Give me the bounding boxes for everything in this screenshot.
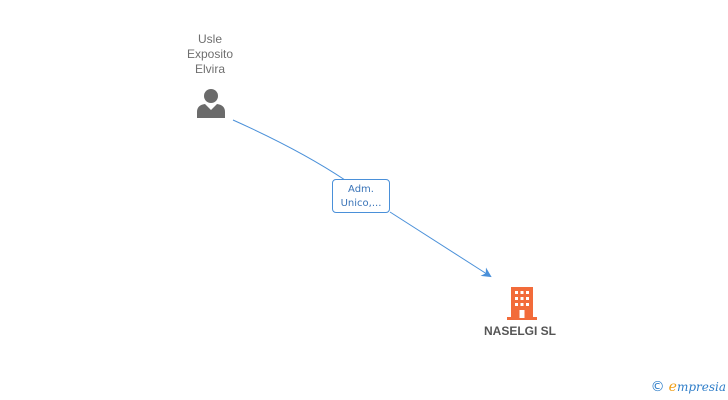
edge-line <box>232 119 346 181</box>
relation-label-line-2: Unico,... <box>340 198 382 209</box>
person-name[interactable]: Usle Exposito Elvira <box>160 32 260 77</box>
empresia-watermark: © empresia <box>651 378 726 396</box>
person-name-line-1: Usle <box>197 32 222 46</box>
person-icon[interactable] <box>195 88 227 118</box>
building-icon[interactable] <box>506 286 538 320</box>
brand-logo: empresia <box>669 379 726 395</box>
edge-arrow-line <box>389 211 492 278</box>
brand-initial: e <box>668 379 677 395</box>
relation-label-line-1: Adm. <box>348 184 374 195</box>
person-name-line-3: Elvira <box>194 62 225 76</box>
person-name-line-2: Exposito <box>186 47 234 61</box>
brand-rest: mpresia <box>676 380 726 394</box>
relation-label[interactable]: Adm. Unico,... <box>332 179 390 213</box>
company-name[interactable]: NASELGI SL <box>483 324 556 338</box>
copyright-icon: © <box>650 379 665 395</box>
